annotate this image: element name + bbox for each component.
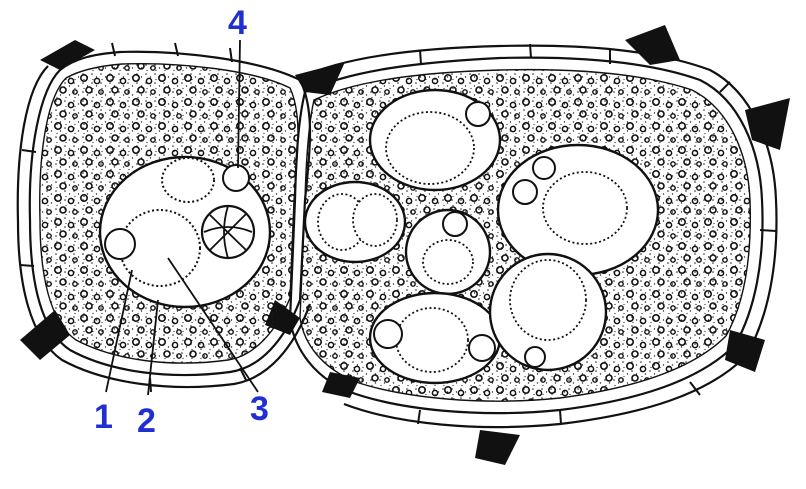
label-1: 1: [94, 398, 113, 436]
label-3: 3: [250, 390, 269, 428]
label-2: 2: [137, 402, 156, 440]
amyloplast-right-upper: [498, 145, 658, 275]
amyloplast-bottom-left: [370, 293, 500, 383]
label-4: 4: [228, 4, 247, 42]
amyloplast-left-middle: [305, 182, 405, 262]
amyloplast-center: [406, 210, 490, 294]
amyloplast-top: [370, 90, 500, 190]
amyloplast-bottom-right: [490, 254, 606, 370]
